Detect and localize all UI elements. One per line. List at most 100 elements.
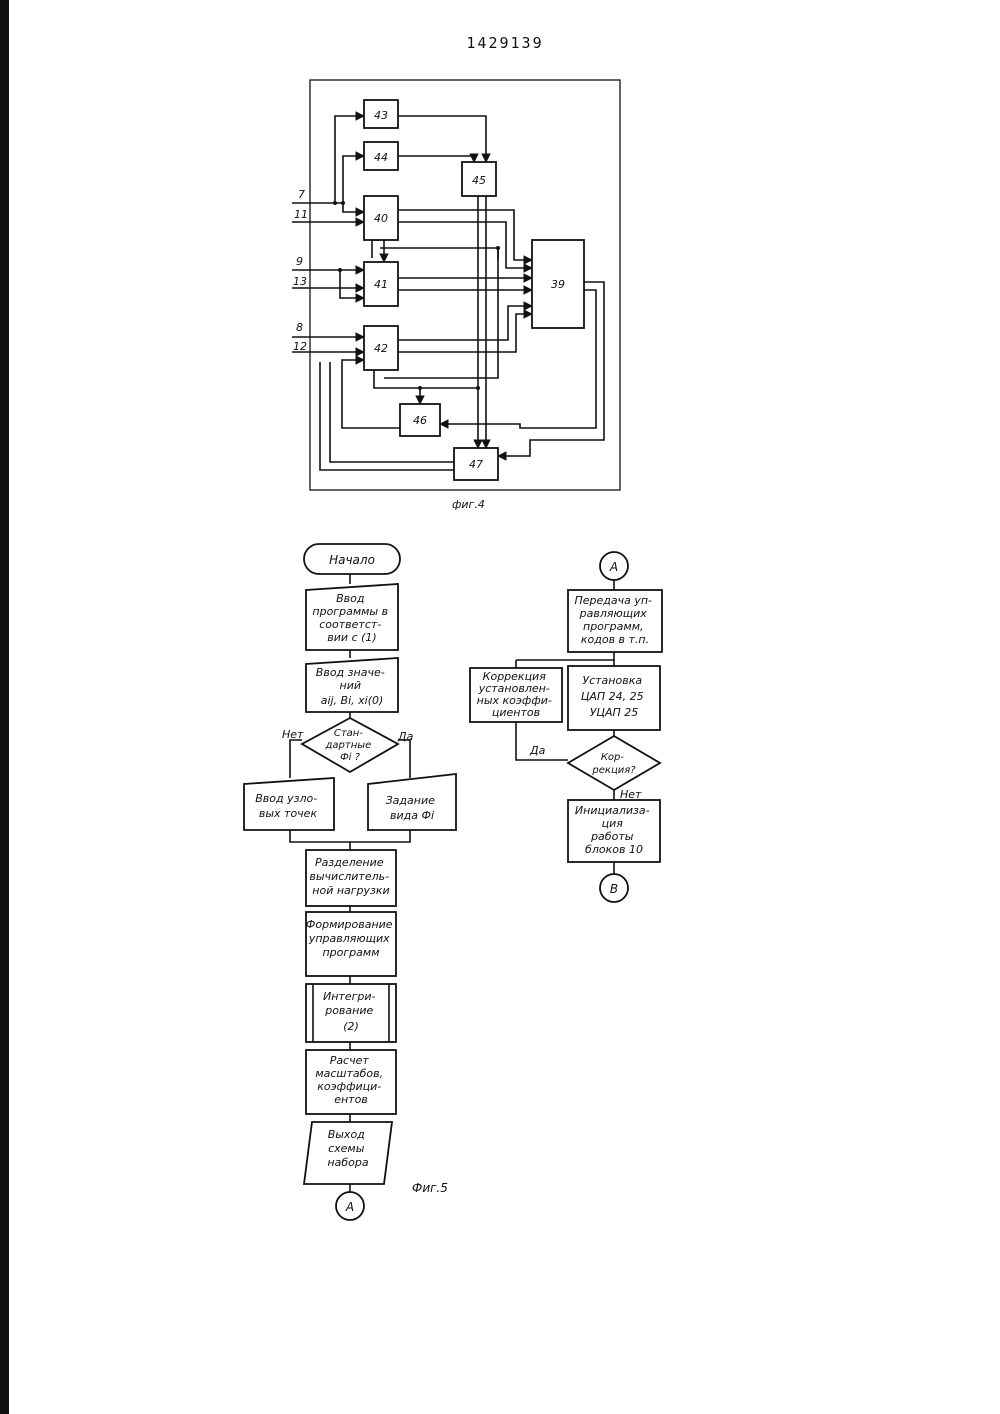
input-label-9: 9 bbox=[296, 255, 303, 268]
block-45-label: 45 bbox=[472, 174, 486, 187]
block-44: 44 bbox=[364, 142, 398, 170]
input-label-8: 8 bbox=[296, 321, 303, 334]
setup-dac-line-3: УЦАП 25 bbox=[590, 706, 639, 719]
split-load-line-3: ной нагрузки bbox=[312, 884, 389, 897]
block-41-label: 41 bbox=[374, 278, 388, 291]
decision-correction-no: Нет bbox=[620, 788, 642, 801]
init-blocks-block: Инициализа- ция работы блоков 10 bbox=[568, 800, 660, 862]
input-program-line-4: вии с (1) bbox=[327, 631, 376, 644]
fig4-caption: фиг.4 bbox=[452, 498, 485, 511]
block-40: 40 bbox=[364, 196, 398, 240]
calc-scales-line-2: масштабов, bbox=[315, 1067, 383, 1080]
transfer-line-1: Передача уп- bbox=[574, 594, 652, 607]
init-blocks-line-3: работы bbox=[590, 830, 634, 843]
integration-line-1: Интегри- bbox=[323, 990, 376, 1003]
setup-dac-block: Установка ЦАП 24, 25 УЦАП 25 bbox=[568, 666, 660, 730]
input-nodes-block: Ввод узло- вых точек bbox=[244, 778, 334, 830]
svg-text:Выход схемы на: Выход схемы набора bbox=[327, 1128, 368, 1169]
transfer-block: Передача уп- равляющих программ, кодов в… bbox=[568, 590, 662, 652]
input-label-7: 7 bbox=[298, 188, 305, 201]
set-type-line-2: вида Фi bbox=[390, 809, 434, 822]
form-programs-line-3: программ bbox=[322, 946, 379, 959]
decision-standard-yes: Да bbox=[397, 730, 414, 743]
decision-standard-line-3: Фi ? bbox=[340, 752, 361, 763]
block-45: 45 bbox=[462, 162, 496, 196]
block-40-label: 40 bbox=[374, 212, 388, 225]
decision-correction-line-1: Кор- bbox=[601, 752, 625, 763]
calc-scales-line-4: ентов bbox=[334, 1093, 368, 1106]
integration-block: Интегри- рование (2) bbox=[306, 984, 396, 1042]
split-load-line-1: Разделение bbox=[315, 856, 384, 869]
form-programs-block: Формирование управляющих программ bbox=[306, 912, 396, 976]
input-label-12: 12 bbox=[293, 340, 307, 353]
input-program-line-1: Ввод bbox=[336, 592, 364, 605]
output-scheme-line-1: Выход bbox=[328, 1128, 365, 1141]
svg-text:Установка ЦАП 24, 25: Установка ЦАП 24, 25 УЦАП 25 bbox=[581, 674, 647, 719]
transfer-line-4: кодов в т.п. bbox=[581, 633, 649, 646]
split-load-block: Разделение вычислитель- ной нагрузки bbox=[306, 850, 396, 906]
block-39: 39 bbox=[532, 240, 584, 328]
input-values-line-2: ний bbox=[340, 679, 362, 692]
block-42: 42 bbox=[364, 326, 398, 370]
split-load-line-2: вычислитель- bbox=[309, 870, 389, 883]
input-nodes-line-2: вых точек bbox=[259, 807, 318, 820]
integration-line-2: рование bbox=[324, 1004, 373, 1017]
calc-scales-line-1: Расчет bbox=[330, 1054, 370, 1067]
input-values-line-3: aij, Bi, xi(0) bbox=[321, 694, 384, 707]
connector-a-bottom-label: А bbox=[345, 1200, 354, 1214]
transfer-line-2: равляющих bbox=[579, 607, 648, 620]
output-scheme-block: Выход схемы набора bbox=[304, 1122, 392, 1184]
setup-dac-line-2: ЦАП 24, 25 bbox=[581, 690, 644, 703]
connector-b-label: В bbox=[610, 882, 618, 896]
input-values-block: Ввод значе- ний aij, Bi, xi(0) bbox=[306, 658, 398, 712]
decision-correction: Кор- рекция? Да Нет bbox=[529, 736, 660, 801]
input-program-block: Ввод программы в соответст- вии с (1) bbox=[306, 584, 398, 650]
decision-correction-line-2: рекция? bbox=[591, 765, 636, 776]
connector-a-top-label: А bbox=[609, 560, 618, 574]
input-program-line-2: программы в bbox=[312, 605, 388, 618]
decision-standard: Стан- дартные Фi ? Нет Да bbox=[282, 718, 414, 772]
fig5-caption: Фиг.5 bbox=[412, 1181, 448, 1195]
block-47: 47 bbox=[454, 448, 498, 480]
block-44-label: 44 bbox=[374, 151, 388, 164]
form-programs-line-1: Формирование bbox=[306, 918, 393, 931]
form-programs-line-2: управляющих bbox=[308, 932, 390, 945]
block-43: 43 bbox=[364, 100, 398, 128]
decision-correction-yes: Да bbox=[529, 744, 546, 757]
input-nodes-line-1: Ввод узло- bbox=[255, 792, 317, 805]
start-label: Начало bbox=[329, 553, 375, 567]
block-43-label: 43 bbox=[374, 109, 388, 122]
correction-coeffs-line-4: циентов bbox=[492, 706, 540, 719]
set-type-line-1: Задание bbox=[386, 794, 435, 807]
connector-a-bottom: А bbox=[336, 1192, 364, 1220]
block-41: 41 bbox=[364, 262, 398, 306]
correction-coeffs-block: Коррекция установлен- ных коэффи- циенто… bbox=[470, 668, 562, 722]
connector-b: В bbox=[600, 874, 628, 902]
set-type-block: Задание вида Фi bbox=[368, 774, 456, 830]
init-blocks-line-4: блоков 10 bbox=[585, 843, 643, 856]
block-47-label: 47 bbox=[469, 458, 483, 471]
decision-standard-line-2: дартные bbox=[325, 740, 372, 751]
fig5-flowchart: Начало Ввод программы в соответст- вии с… bbox=[244, 544, 662, 1220]
output-scheme-line-2: схемы bbox=[328, 1142, 365, 1155]
init-blocks-line-2: ция bbox=[602, 817, 624, 830]
svg-text:Разделение вычислитель: Разделение вычислитель- ной нагрузки bbox=[309, 856, 392, 897]
input-label-13: 13 bbox=[293, 275, 307, 288]
calc-scales-block: Расчет масштабов, коэффици- ентов bbox=[306, 1050, 396, 1114]
init-blocks-line-1: Инициализа- bbox=[575, 804, 650, 817]
setup-dac-line-1: Установка bbox=[582, 674, 642, 687]
input-program-line-3: соответст- bbox=[319, 618, 381, 631]
decision-standard-line-1: Стан- bbox=[334, 728, 363, 739]
fig4-block-diagram: 43 44 45 40 41 42 39 46 bbox=[292, 80, 620, 511]
input-label-11: 11 bbox=[294, 208, 308, 221]
output-scheme-line-3: набора bbox=[327, 1156, 368, 1169]
calc-scales-line-3: коэффици- bbox=[317, 1080, 381, 1093]
transfer-line-3: программ, bbox=[583, 620, 644, 633]
integration-line-3: (2) bbox=[343, 1020, 359, 1033]
start-terminator: Начало bbox=[304, 544, 400, 574]
block-39-label: 39 bbox=[551, 278, 565, 291]
block-46: 46 bbox=[400, 404, 440, 436]
block-46-label: 46 bbox=[413, 414, 427, 427]
block-42-label: 42 bbox=[374, 342, 388, 355]
